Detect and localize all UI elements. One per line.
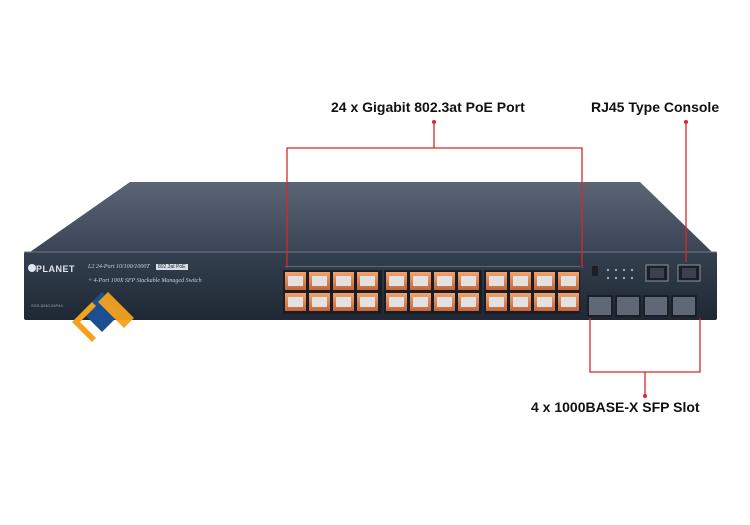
- rj45-port-socket: [389, 276, 404, 286]
- rj45-port-socket: [437, 276, 452, 286]
- device-brand: PLANET: [36, 264, 75, 274]
- chassis-top: [30, 182, 712, 252]
- rj45-port-socket: [413, 297, 428, 307]
- rj45-port-socket: [489, 297, 504, 307]
- rj45-port-socket: [336, 297, 351, 307]
- rj45-port-socket: [561, 276, 576, 286]
- brand-logo-icon: [28, 264, 36, 272]
- rj45-port-socket: [513, 276, 528, 286]
- rj45-port-socket: [413, 276, 428, 286]
- device-model-line-2: + 4-Port 100X SFP Stackable Managed Swit…: [88, 278, 202, 284]
- device-model-line-1: L2 24-Port 10/100/1000T: [88, 264, 150, 270]
- port-number-strip: [285, 266, 580, 267]
- rj45-port-socket: [360, 276, 375, 286]
- device-model-code: SGS-5240-24P4X: [31, 303, 64, 308]
- rj45-port-socket: [336, 276, 351, 286]
- callout-lines: [286, 122, 701, 396]
- rj45-port-socket: [360, 297, 375, 307]
- rj45-port-socket: [561, 297, 576, 307]
- rj45-port-socket: [537, 297, 552, 307]
- status-leds: [592, 266, 634, 280]
- rj45-port-socket: [288, 297, 303, 307]
- rj45-port-socket: [312, 297, 327, 307]
- rj45-port-socket: [288, 276, 303, 286]
- console-callout: RJ45 Type Console: [591, 99, 720, 115]
- rj45-port-socket: [461, 276, 476, 286]
- poe-port-callout: 24 x Gigabit 802.3at PoE Port: [331, 99, 525, 115]
- rj45-port-socket: [437, 297, 452, 307]
- rj45-port-socket: [461, 297, 476, 307]
- sfp-slot-callout: 4 x 1000BASE-X SFP Slot: [531, 399, 700, 415]
- rj45-port-socket: [389, 297, 404, 307]
- rj45-port-socket: [489, 276, 504, 286]
- device-model-tag: 802.3at PoE: [156, 264, 188, 270]
- logo-icon: [72, 292, 134, 342]
- rj45-port-socket: [537, 276, 552, 286]
- console-ports: [645, 264, 701, 282]
- rj45-port-socket: [312, 276, 327, 286]
- rj45-port-socket: [513, 297, 528, 307]
- sfp-slots: [587, 295, 697, 317]
- rj45-ports: [285, 272, 579, 311]
